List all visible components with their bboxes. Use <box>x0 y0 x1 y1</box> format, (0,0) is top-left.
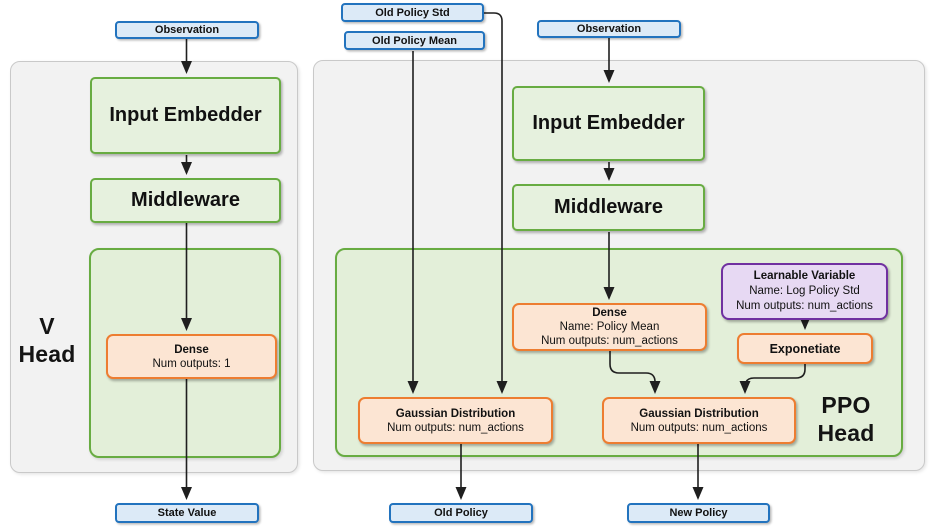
ppo-dense-node: Dense Name: Policy Mean Num outputs: num… <box>512 303 707 351</box>
v-middleware-node: Middleware <box>90 178 281 223</box>
v-input-embedder-label: Input Embedder <box>109 104 262 126</box>
old-policy-std-node: Old Policy Std <box>341 3 484 22</box>
state-value-label: State Value <box>157 507 217 519</box>
ppo-middleware-node: Middleware <box>512 184 705 231</box>
v-dense-title: Dense <box>174 343 209 356</box>
v-dense-outputs: Num outputs: 1 <box>152 357 231 370</box>
ppo-input-embedder-node: Input Embedder <box>512 86 705 161</box>
v-observation-label: Observation <box>154 24 220 36</box>
ppo-observation-node: Observation <box>537 20 681 38</box>
old-policy-label: Old Policy <box>434 507 488 519</box>
exponetiate-node: Exponetiate <box>737 333 873 364</box>
gaussian-old-title: Gaussian Distribution <box>395 407 516 420</box>
learnable-variable-node: Learnable Variable Name: Log Policy Std … <box>721 263 888 320</box>
v-middleware-label: Middleware <box>131 189 240 211</box>
gaussian-distribution-new-node: Gaussian Distribution Num outputs: num_a… <box>602 397 796 444</box>
old-policy-std-label: Old Policy Std <box>375 6 450 19</box>
learnable-variable-name: Name: Log Policy Std <box>749 285 860 297</box>
ppo-middleware-label: Middleware <box>554 196 663 218</box>
gaussian-old-outputs: Num outputs: num_actions <box>387 421 524 434</box>
v-input-embedder-node: Input Embedder <box>90 77 281 154</box>
ppo-dense-title: Dense <box>592 307 627 319</box>
ppo-head-title: PPO Head <box>817 392 875 446</box>
new-policy-node: New Policy <box>627 503 770 523</box>
learnable-variable-outputs: Num outputs: num_actions <box>736 300 873 312</box>
gaussian-new-outputs: Num outputs: num_actions <box>630 421 768 434</box>
new-policy-label: New Policy <box>669 507 728 519</box>
gaussian-new-title: Gaussian Distribution <box>639 407 759 420</box>
exponetiate-label: Exponetiate <box>769 341 841 356</box>
ppo-observation-label: Observation <box>576 23 642 35</box>
ppo-input-embedder-label: Input Embedder <box>532 112 685 134</box>
learnable-variable-title: Learnable Variable <box>753 270 856 282</box>
old-policy-node: Old Policy <box>389 503 533 523</box>
old-policy-mean-node: Old Policy Mean <box>344 31 485 50</box>
v-head-title: V Head <box>18 313 76 367</box>
state-value-node: State Value <box>115 503 259 523</box>
gaussian-distribution-old-node: Gaussian Distribution Num outputs: num_a… <box>358 397 553 444</box>
ppo-dense-outputs: Num outputs: num_actions <box>541 335 678 347</box>
v-observation-node: Observation <box>115 21 259 39</box>
old-policy-mean-label: Old Policy Mean <box>372 34 457 47</box>
ppo-dense-name: Name: Policy Mean <box>559 321 660 333</box>
v-dense-node: Dense Num outputs: 1 <box>106 334 277 379</box>
